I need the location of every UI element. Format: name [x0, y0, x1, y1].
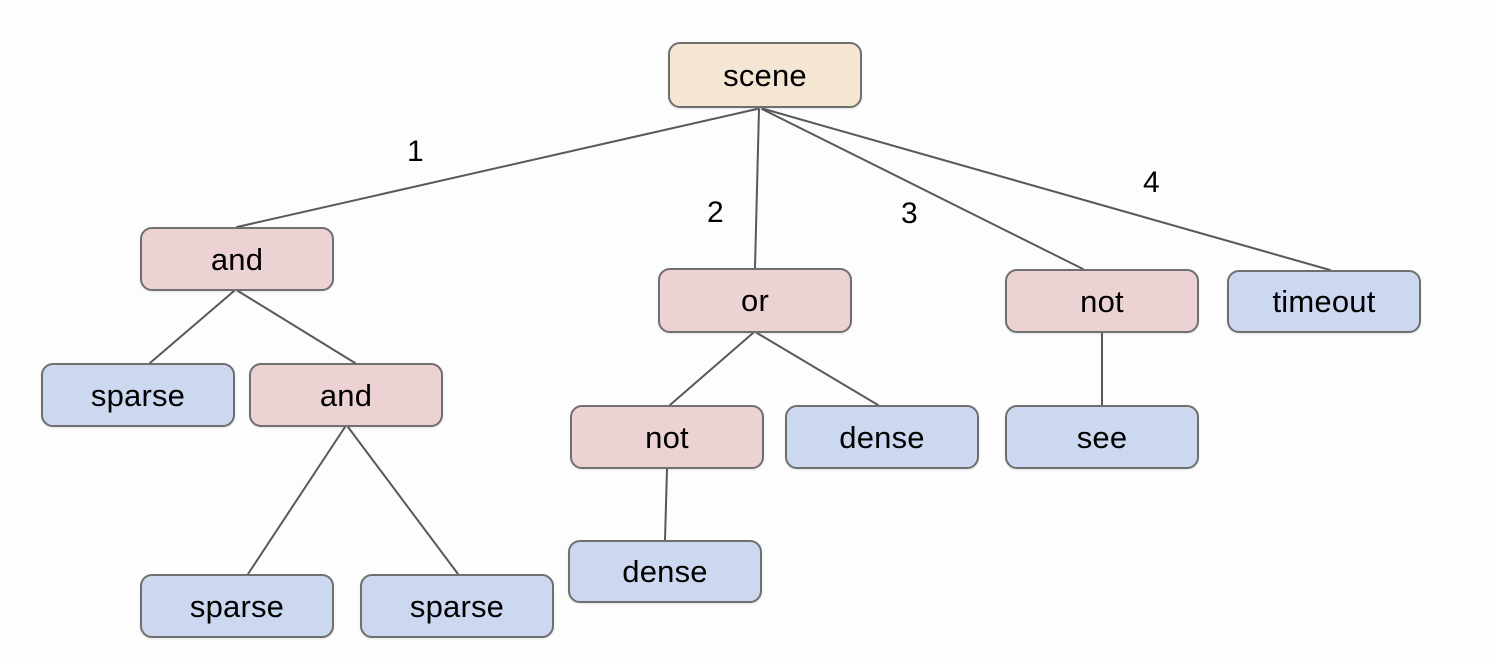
edge-label-3: 3	[901, 197, 918, 230]
tree-edge-and1-to-sparse1	[149, 290, 235, 364]
tree-node-label: or	[741, 283, 769, 318]
tree-node-not1[interactable]: not	[1005, 269, 1199, 333]
tree-edge-and2-to-sparse3	[347, 426, 459, 575]
edge-label-1: 1	[407, 135, 424, 168]
edge-label-4: 4	[1143, 166, 1160, 199]
tree-edge-scene-to-and1	[236, 108, 758, 228]
tree-edge-and2-to-sparse2	[247, 426, 346, 575]
tree-node-dense2[interactable]: dense	[568, 540, 762, 603]
tree-node-sparse1[interactable]: sparse	[41, 363, 235, 427]
tree-edge-not2-to-dense2	[664, 468, 668, 541]
tree-node-label: and	[319, 377, 373, 413]
tree-node-label: not	[1080, 283, 1124, 319]
tree-node-label: sparse	[409, 588, 505, 624]
tree-edge-scene-to-timeout1	[763, 108, 1331, 271]
tree-node-label: dense	[839, 419, 925, 455]
tree-node-and1[interactable]: and	[140, 227, 334, 291]
tree-node-sparse2[interactable]: sparse	[140, 574, 334, 638]
tree-node-label: see	[1076, 419, 1128, 455]
tree-node-or1[interactable]: or	[658, 268, 852, 333]
tree-node-label: scene	[723, 57, 807, 93]
tree-edge-or1-to-dense1	[756, 332, 879, 406]
tree-node-label: sparse	[90, 377, 186, 413]
edge-label-2: 2	[707, 196, 724, 229]
tree-node-label: not	[645, 419, 689, 455]
tree-edge-scene-to-or1	[754, 108, 760, 269]
tree-node-label: timeout	[1272, 284, 1376, 319]
tree-edge-scene-to-not1	[761, 108, 1084, 270]
tree-node-not2[interactable]: not	[570, 405, 764, 469]
tree-node-sparse3[interactable]: sparse	[360, 574, 554, 638]
tree-node-label: and	[210, 241, 264, 277]
tree-node-dense1[interactable]: dense	[785, 405, 979, 469]
tree-node-label: sparse	[189, 588, 285, 624]
tree-node-scene[interactable]: scene	[668, 42, 862, 108]
tree-node-timeout1[interactable]: timeout	[1227, 270, 1421, 333]
tree-node-see1[interactable]: see	[1005, 405, 1199, 469]
tree-node-and2[interactable]: and	[249, 363, 443, 427]
tree-edge-and1-to-and2	[237, 290, 356, 364]
tree-node-label: dense	[622, 554, 708, 589]
tree-edge-or1-to-not2	[669, 332, 754, 406]
